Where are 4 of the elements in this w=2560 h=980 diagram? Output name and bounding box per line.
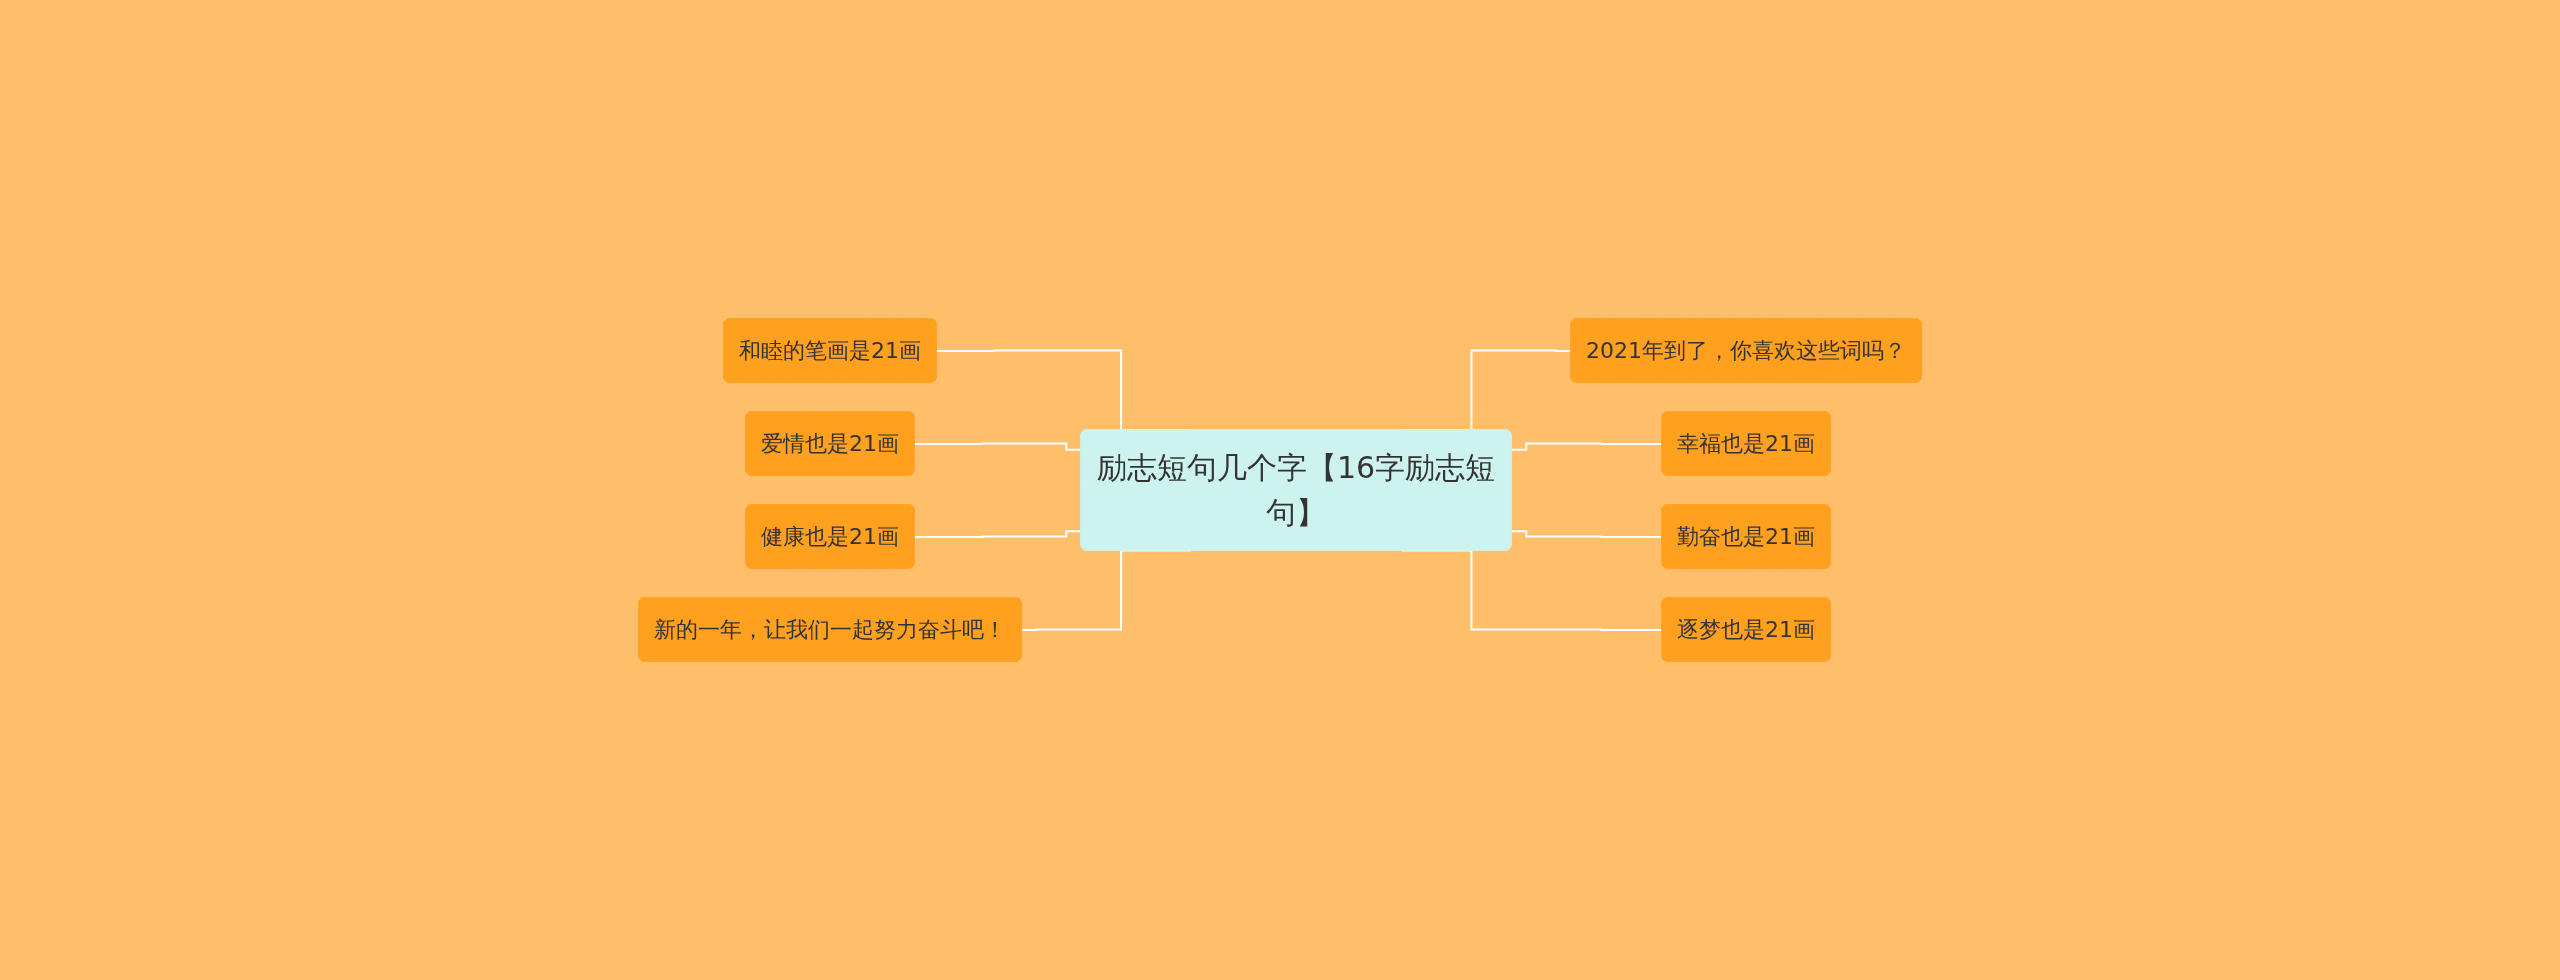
connector	[1510, 442, 1664, 451]
connector	[913, 442, 1083, 451]
connector	[1510, 530, 1664, 538]
connector	[913, 530, 1083, 538]
